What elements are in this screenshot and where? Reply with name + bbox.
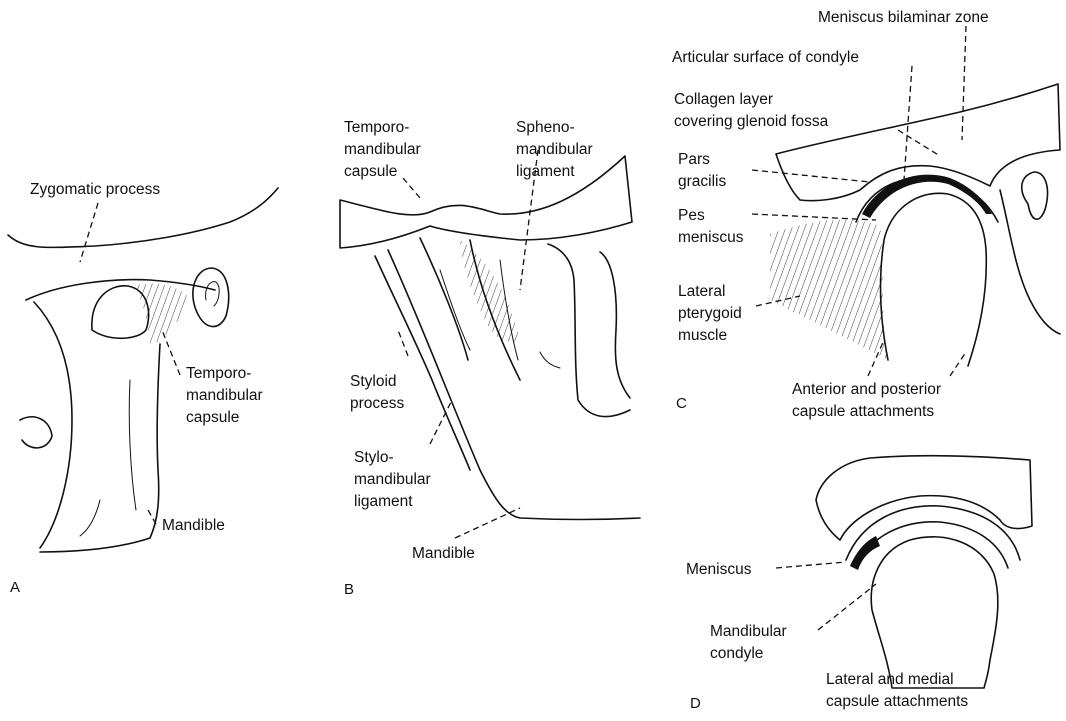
panel-a-leader-mandible	[148, 510, 156, 524]
panel-a-ramus-inner	[80, 380, 136, 536]
panel-c-leader-bilaminar	[962, 26, 966, 140]
panel-c-letter: C	[676, 395, 687, 412]
panel-c-ear	[1022, 172, 1048, 219]
panel-c-label-attach-1: Anterior and posterior	[792, 381, 941, 398]
panel-a-letter: A	[10, 579, 20, 596]
panel-b-leader-tm-capsule	[403, 178, 420, 198]
panel-a-ear	[193, 268, 229, 327]
panel-a-leader-zygomatic	[80, 203, 98, 262]
panel-b-label-tm-capsule-3: capsule	[344, 163, 397, 180]
panel-d-label-meniscus: Meniscus	[686, 561, 752, 578]
panel-b-label-styloid-1: Styloid	[350, 373, 397, 390]
panel-b-label-spheno-3: ligament	[516, 163, 575, 180]
panel-d-meniscus-black	[850, 536, 880, 570]
panel-c-label-articular: Articular surface of condyle	[672, 49, 859, 66]
panel-d-label-attach-1: Lateral and medial	[826, 671, 954, 688]
panel-d-label-attach-2: capsule attachments	[826, 693, 968, 710]
panel-c-label-lateral-1: Lateral	[678, 283, 725, 300]
panel-a-coronoid	[20, 417, 52, 448]
panel-b-label-spheno-2: mandibular	[516, 141, 593, 158]
panel-b: Temporo- mandibular capsule Spheno- mand…	[340, 119, 640, 598]
panel-d-leader-condyle	[818, 584, 876, 630]
panel-b-condyle	[548, 244, 630, 417]
panel-c-label-collagen-2: covering glenoid fossa	[674, 113, 829, 130]
panel-b-label-mandible: Mandible	[412, 545, 475, 562]
panel-a-label-capsule-2: mandibular	[186, 387, 263, 404]
panel-a-capsule-fibers	[135, 283, 190, 345]
panel-a-leader-capsule	[162, 330, 180, 375]
panel-b-leader-styloid	[398, 330, 408, 356]
panel-d-letter: D	[690, 695, 701, 712]
panel-c-label-attach-2: capsule attachments	[792, 403, 934, 420]
panel-a-label-mandible: Mandible	[162, 517, 225, 534]
panel-b-label-spheno-1: Spheno-	[516, 119, 575, 136]
panel-c-leader-collagen	[898, 130, 940, 156]
panel-a-ramus	[34, 302, 160, 552]
panel-b-label-stylo-3: ligament	[354, 493, 413, 510]
panel-c: Meniscus bilaminar zone Articular surfac…	[672, 9, 1060, 420]
panel-a-label-capsule-1: Temporo-	[186, 365, 251, 382]
panel-c-label-lateral-3: muscle	[678, 327, 727, 344]
panel-c-label-pes-2: meniscus	[678, 229, 744, 246]
panel-d-label-condyle-2: condyle	[710, 645, 763, 662]
panel-d-leader-meniscus	[776, 562, 846, 568]
panel-b-label-styloid-2: process	[350, 395, 405, 412]
panel-c-meniscus-band	[862, 175, 992, 218]
panel-c-label-pars-2: gracilis	[678, 173, 726, 190]
panel-a-ear-inner	[206, 282, 220, 306]
panel-c-label-pars-1: Pars	[678, 151, 710, 168]
panel-d-label-condyle-1: Mandibular	[710, 623, 787, 640]
panel-c-label-lateral-2: pterygoid	[678, 305, 742, 322]
panel-b-label-stylo-1: Stylo-	[354, 449, 394, 466]
panel-c-label-collagen-1: Collagen layer	[674, 91, 773, 108]
panel-c-label-pes-1: Pes	[678, 207, 705, 224]
panel-b-ligament-fibers	[460, 240, 520, 342]
panel-a-label-zygomatic-process: Zygomatic process	[30, 181, 160, 198]
panel-b-label-tm-capsule-2: mandibular	[344, 141, 421, 158]
panel-d: Meniscus Mandibular condyle Lateral and …	[686, 456, 1032, 712]
panel-b-letter: B	[344, 581, 354, 598]
panel-b-label-stylo-2: mandibular	[354, 471, 431, 488]
panel-b-coronoid	[600, 252, 630, 398]
panel-b-label-tm-capsule-1: Temporo-	[344, 119, 409, 136]
panel-a: Zygomatic process Temporo- mandibular ca…	[8, 181, 278, 596]
panel-b-styloid-process	[375, 256, 470, 470]
panel-c-label-bilaminar: Meniscus bilaminar zone	[818, 9, 989, 26]
panel-a-label-capsule-3: capsule	[186, 409, 239, 426]
panel-b-leader-mandible	[455, 508, 520, 538]
panel-c-pterygoid-fibers	[770, 220, 888, 360]
panel-c-leader-pars	[752, 170, 870, 182]
panel-d-condyle	[871, 537, 998, 688]
panel-c-condyle	[881, 193, 987, 366]
panel-c-leader-attach-posterior	[950, 352, 966, 376]
